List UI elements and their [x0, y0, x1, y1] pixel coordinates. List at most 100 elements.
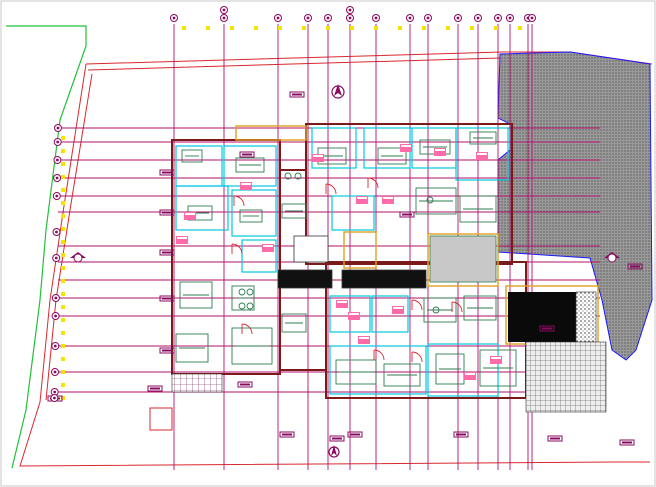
grid-bubble-icon	[424, 14, 432, 22]
chair	[246, 302, 254, 310]
room-tag-stripe	[383, 197, 393, 199]
room-tag	[336, 300, 348, 308]
cyan-partitions	[175, 127, 509, 397]
annotation-tag	[627, 263, 643, 270]
room-tag	[348, 312, 360, 320]
room-tag-stripe	[435, 149, 445, 151]
courtyard-fill	[429, 235, 497, 283]
yellow-marker	[422, 26, 426, 30]
stair-icon	[277, 235, 427, 289]
annotation-tag	[289, 91, 305, 98]
room-tag	[262, 244, 274, 252]
grid-bubble-icon	[406, 14, 414, 22]
yellow-marker	[61, 240, 65, 244]
chair	[284, 172, 292, 180]
annotation-tag	[239, 151, 255, 158]
annotation-text-bar	[456, 433, 466, 436]
grid-bubbles-left	[50, 124, 62, 402]
annotation-text-bar	[332, 437, 342, 440]
north-arrow-icon	[328, 445, 340, 458]
room-tag	[434, 148, 446, 156]
yellow-marker	[61, 149, 65, 153]
door-swing	[231, 243, 243, 255]
chair	[426, 196, 434, 204]
yellow-marker	[206, 26, 210, 30]
door-swing	[411, 299, 423, 311]
annotation-tags	[47, 91, 643, 446]
green-boundary-line	[6, 25, 87, 469]
yellow-marker	[61, 279, 65, 283]
annotation-text-bar	[162, 349, 172, 352]
yellow-marker	[470, 26, 474, 30]
yellow-marker	[61, 396, 65, 400]
room-tag-stripe	[349, 313, 359, 315]
grid-bubble-icon	[51, 368, 59, 376]
grid-bubble-icon	[51, 342, 60, 350]
annotation-text-bar	[162, 251, 172, 254]
furniture-piece	[235, 157, 265, 173]
furniture-piece	[281, 313, 307, 333]
annotation-text-bar	[350, 433, 360, 436]
grid-bubble-icon	[53, 174, 62, 182]
grid-bubble-icon	[372, 14, 380, 22]
annotation-tag	[539, 325, 555, 332]
furniture-layer	[175, 131, 517, 387]
grid-bubble-icon	[54, 124, 62, 132]
grid-bubble-icon	[528, 14, 536, 22]
room-tag-stripe	[401, 145, 411, 147]
door-swing	[411, 351, 423, 363]
grid-bubble-icon	[51, 294, 60, 302]
room-tag-stripe	[337, 301, 347, 303]
grid-bubble-icon	[51, 312, 60, 320]
annotation-text-bar	[550, 437, 560, 440]
grid-bubble-icon	[454, 14, 462, 22]
yellow-marker	[61, 136, 65, 140]
room-tag-stripe	[477, 153, 487, 155]
grid-bubble-icon	[220, 6, 228, 14]
furniture-piece	[479, 349, 517, 387]
grid-bubble-icon	[346, 6, 354, 14]
grid-bubble-icon	[52, 228, 61, 236]
door-swing	[451, 301, 463, 313]
grid-bubble-icon	[170, 14, 178, 22]
furniture-piece	[435, 353, 465, 385]
grid-bubble-icon	[304, 14, 312, 22]
yellow-marker	[446, 26, 450, 30]
grid-bubble-icon	[50, 394, 59, 402]
yellow-marker	[518, 26, 522, 30]
annotation-text-bar	[162, 211, 172, 214]
room-tag-stripe	[357, 197, 367, 199]
furniture-piece	[335, 359, 377, 385]
chair	[246, 288, 254, 296]
yellow-marker	[494, 26, 498, 30]
furniture-piece	[231, 285, 255, 311]
yellow-marker	[326, 26, 330, 30]
yellow-marker	[61, 331, 65, 335]
annotation-tag	[547, 435, 563, 442]
annotation-text-bar	[240, 383, 250, 386]
grid-bubble-icon	[53, 138, 62, 146]
grid-bubble-icon	[346, 14, 354, 22]
annotation-text-bar	[630, 265, 640, 268]
door-swing	[367, 177, 379, 189]
furniture-piece	[463, 295, 497, 321]
annotation-tag	[453, 431, 469, 438]
yellow-marker	[398, 26, 402, 30]
annotation-tag	[159, 209, 175, 216]
chair	[432, 306, 440, 314]
furniture-piece	[423, 297, 457, 323]
annotation-tag	[147, 385, 163, 392]
room-tag-stripe	[263, 245, 273, 247]
room-tag-stripe	[359, 337, 369, 339]
room-tag	[184, 212, 196, 220]
annotation-text-bar	[242, 153, 252, 156]
furniture-piece	[459, 195, 497, 223]
yellow-marker	[61, 214, 65, 218]
room-tag	[382, 196, 394, 204]
yellow-marker	[61, 175, 65, 179]
grid-bubble-icon	[506, 14, 514, 22]
furniture-piece	[377, 147, 407, 165]
furniture-piece	[179, 281, 213, 309]
